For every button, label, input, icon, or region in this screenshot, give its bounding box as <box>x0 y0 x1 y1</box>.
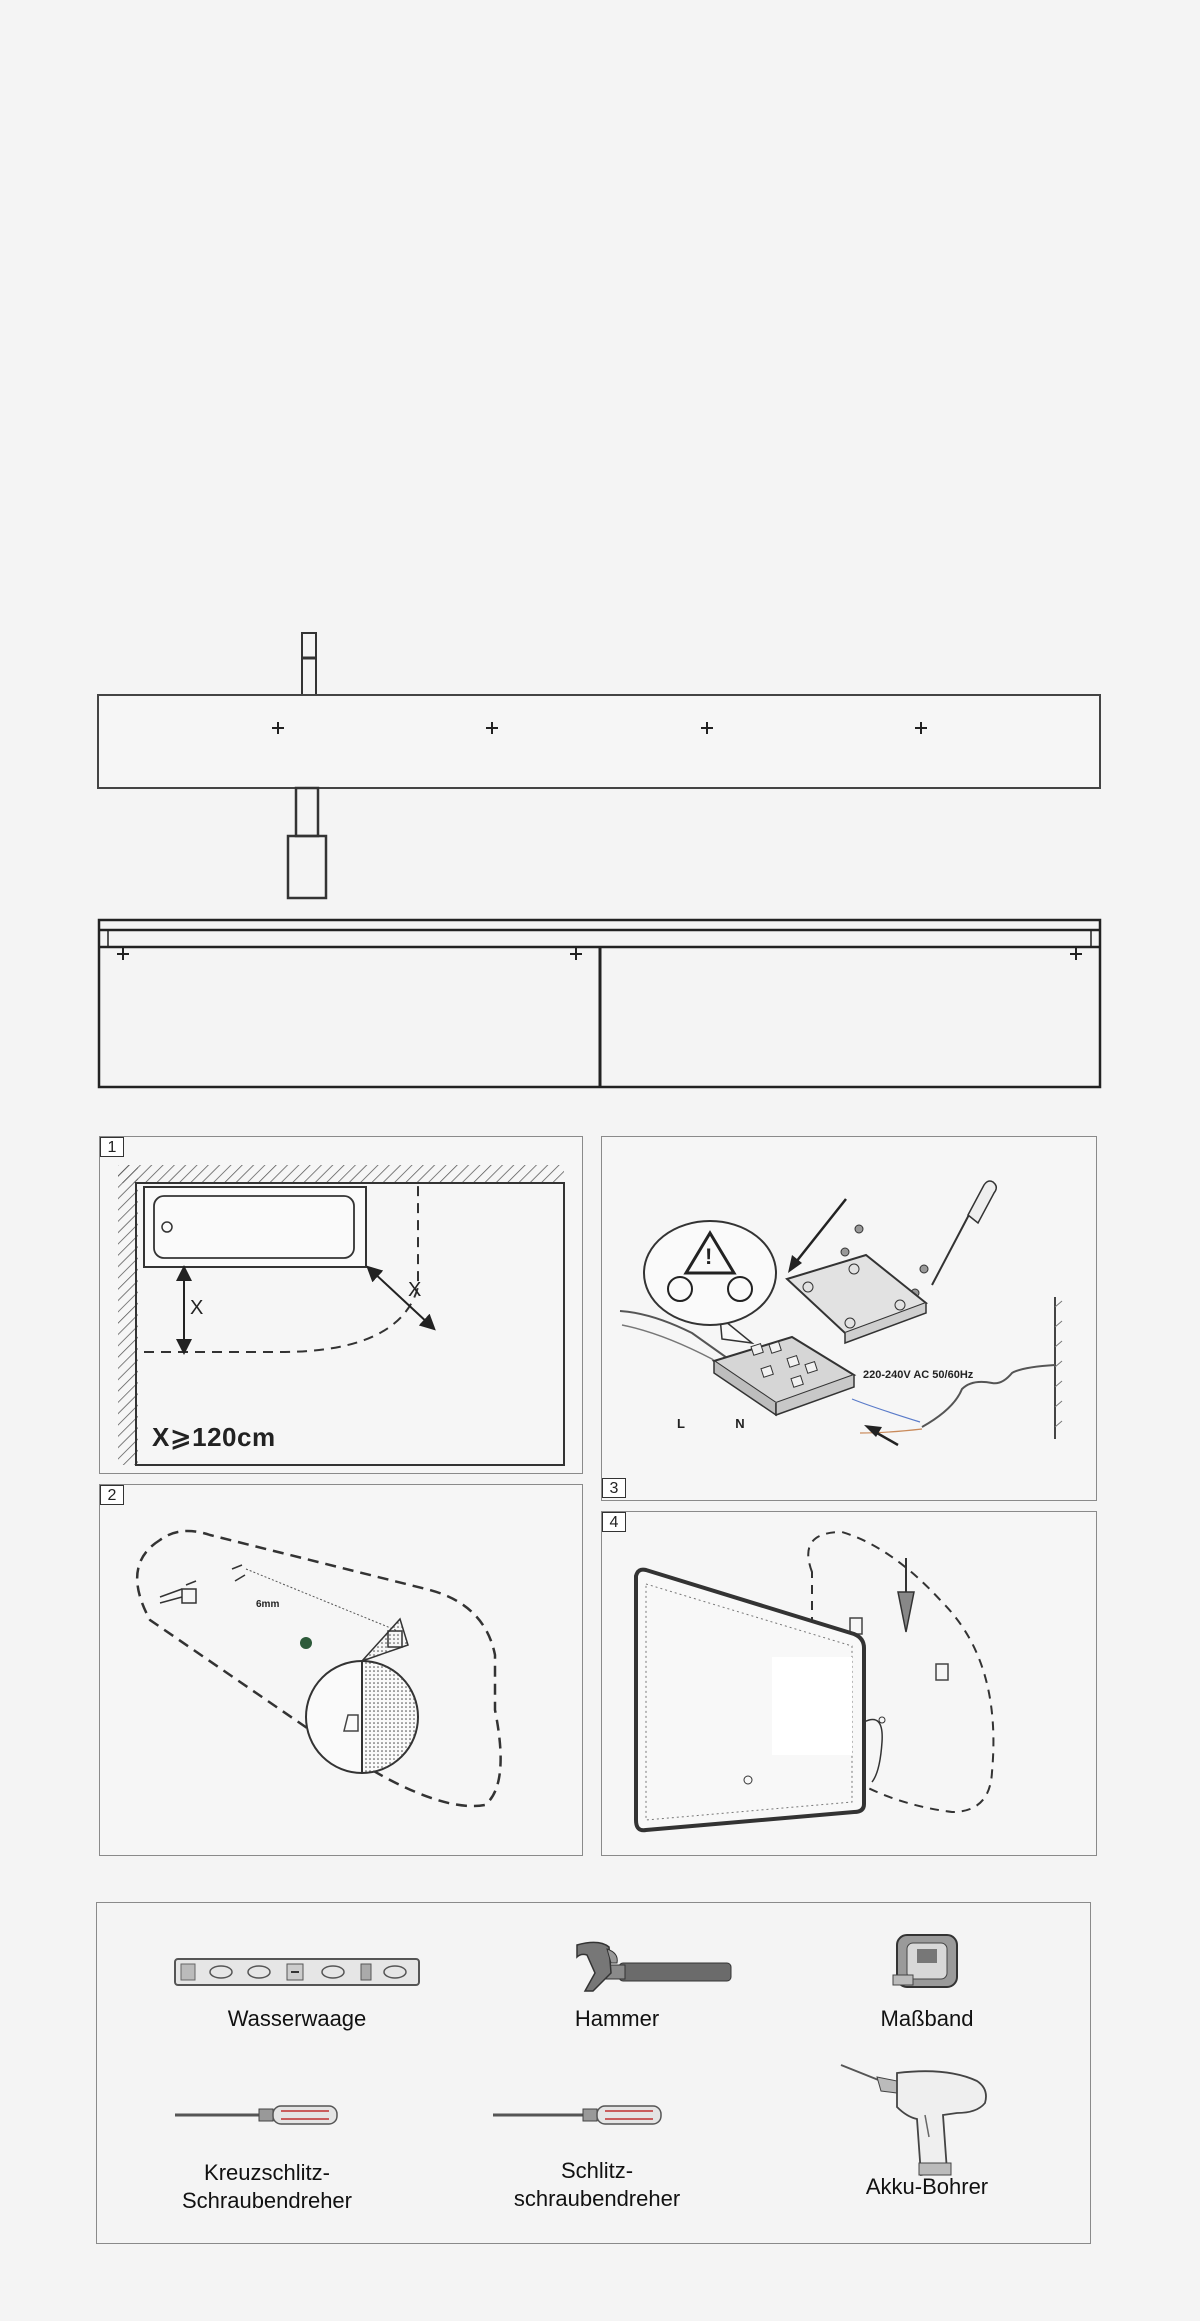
step-4-panel: 4 <box>601 1511 1097 1856</box>
bracket-cabinet-drawing <box>97 632 1102 1089</box>
clearance-requirement: X⩾120cm <box>152 1422 276 1452</box>
tool-label-tape-measure: Maßband <box>880 2006 974 2031</box>
bathroom-clearance-diagram <box>118 1165 565 1466</box>
mirror-hanging-diagram <box>634 1530 995 1833</box>
tool-label-line: Kreuzschlitz- Schraubendreher <box>181 2160 352 2213</box>
mounting-bolt-top <box>301 632 317 696</box>
required-tools-box: Wasserwaage Hammer Maßband Kreuzschlitz-… <box>96 1902 1091 2244</box>
step-3-panel: ! L N 220-240V AC 50/60Hz <box>601 1136 1097 1501</box>
phillips-screwdriver-icon <box>175 2105 338 2125</box>
tool-label-spirit-level: Wasserwaage <box>227 2006 367 2031</box>
tape-measure-icon <box>892 1934 958 1988</box>
mounting-rail <box>97 694 1101 789</box>
screwdriver-icon <box>931 1180 998 1286</box>
cordless-drill-icon <box>840 2064 987 2177</box>
tool-label-cordless-drill: Akku-Bohrer <box>865 2174 989 2199</box>
tool-label-hammer: Hammer <box>574 2006 660 2031</box>
vanity-cabinet <box>97 918 1102 1089</box>
voltage-label: 220-240V AC 50/60Hz <box>863 1369 974 1381</box>
hammer-icon <box>576 1941 732 1992</box>
step-number: 1 <box>100 1137 124 1157</box>
tool-label-phillips-screwdriver: Kreuzschlitz- Schraubendreher <box>137 2159 397 2215</box>
tool-label-flat-screwdriver: Schlitz- schraubendreher <box>467 2157 727 2213</box>
rail-screw-marks <box>272 722 927 734</box>
step-2-panel: 2 6mm <box>99 1484 583 1856</box>
spirit-level-icon <box>174 1958 420 1986</box>
step-1-panel: 1 X X X⩾120cm <box>99 1136 583 1474</box>
electrical-connection-diagram <box>619 1180 1063 1447</box>
terminal-l-label: L <box>677 1416 685 1431</box>
drill-marking-diagram <box>135 1529 502 1808</box>
step-3-number: 3 <box>602 1478 626 1498</box>
warning-icon: ! <box>705 1244 713 1269</box>
mounting-bolt-bottom <box>286 786 328 900</box>
clearance-label-diagonal: X <box>408 1279 422 1301</box>
step-number: 4 <box>602 1512 626 1532</box>
step-number: 2 <box>100 1485 124 1505</box>
clearance-label-vertical: X <box>190 1297 204 1319</box>
distance-label: 6mm <box>256 1599 280 1610</box>
terminal-n-label: N <box>735 1416 745 1431</box>
flat-screwdriver-icon <box>493 2105 662 2125</box>
tool-label-line: Schlitz- schraubendreher <box>513 2158 681 2211</box>
